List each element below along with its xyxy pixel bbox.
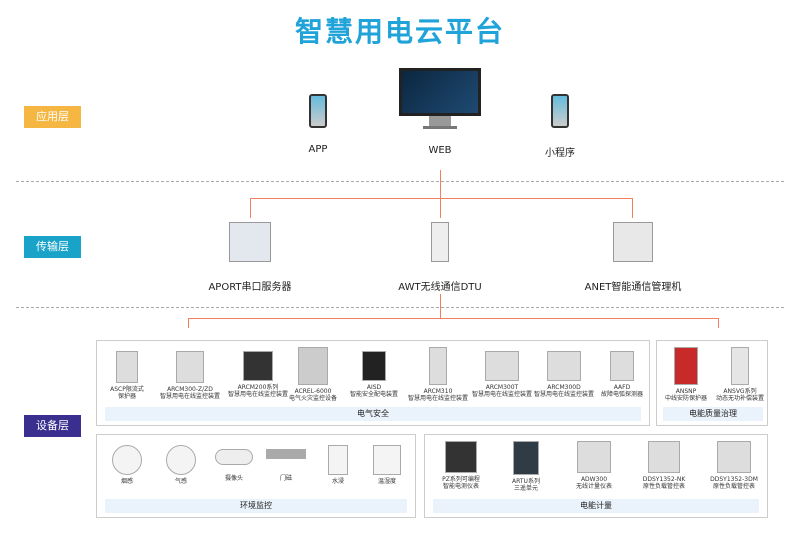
layer-tag-app: 应用层 [24,106,81,128]
group-title: 电能计量 [433,499,759,513]
group-title: 环境监控 [105,499,407,513]
connector-line [440,198,441,218]
connector-line [632,198,633,218]
layer-tag-device: 设备层 [24,415,81,437]
connector-line [188,318,718,319]
device-ansvg: ANSVG系列动态无功补偿装置 [713,347,767,402]
client-label: APP [308,144,328,155]
phone-icon [309,94,327,128]
monitor-icon [399,68,481,116]
device-ascp: ASCP限流式保护器 [103,351,151,400]
device-temp-humidity: 温湿度 [363,445,411,485]
connector-line [440,170,441,198]
device-arcm200: ARCM200系列智慧用电在线监控装置 [225,351,291,398]
client-app: APP [296,94,340,155]
dtu-icon [431,222,449,262]
gateway-awt: AWT无线通信DTU [382,222,498,293]
connector-line [250,198,632,199]
group-title: 电能质量治理 [663,407,763,421]
connector-line [188,318,189,328]
divider-transport-device [16,307,784,308]
phone-icon [551,94,569,128]
gateway-anet: ANET智能通信管理机 [572,222,694,293]
device-door-sensor: 门磁 [261,449,311,482]
device-smoke: 烟感 [103,445,151,485]
divider-app-transport [16,181,784,182]
client-web: WEB [394,68,486,156]
server-icon [229,222,271,262]
client-label: 小程序 [545,148,575,159]
device-camera: 摄像头 [209,449,259,482]
client-miniprogram: 小程序 [538,94,582,159]
device-artu: ARTU系列三遥单元 [497,441,555,492]
connector-line [718,318,719,328]
monitor-base [423,126,457,129]
gateway-aport: APORT串口服务器 [195,222,305,293]
gateway-label: ANET智能通信管理机 [584,282,682,293]
device-water: 水浸 [315,445,361,485]
connector-line [440,294,441,318]
group-environment: 烟感 气感 摄像头 门磁 水浸 温湿度 环境监控 [96,434,416,518]
layer-tag-transport: 传输层 [24,236,81,258]
group-title: 电气安全 [105,407,641,421]
gateway-label: AWT无线通信DTU [398,282,482,293]
client-label: WEB [428,145,452,156]
manager-icon [613,222,653,262]
page-title: 智慧用电云平台 [294,15,505,48]
gateway-label: APORT串口服务器 [208,282,292,293]
device-gas: 气感 [157,445,205,485]
device-pz: PZ系列可编程智能电测仪表 [429,441,493,490]
connector-line [250,198,251,218]
monitor-stand [429,116,451,126]
